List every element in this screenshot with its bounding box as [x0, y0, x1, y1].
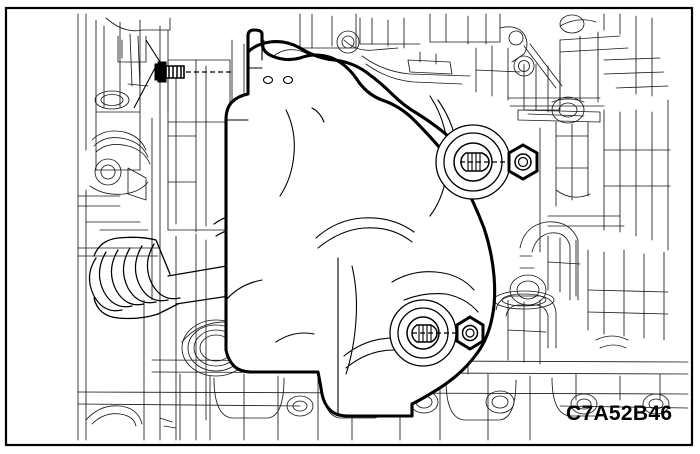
bolt-pointer-line	[133, 39, 161, 109]
upper-flange-bolt	[154, 61, 185, 83]
figure-reference-label: C7A52B46	[566, 402, 673, 425]
cover-top-contour	[246, 40, 476, 166]
figure-border	[4, 6, 694, 447]
lower-hex-nut	[455, 315, 485, 351]
upper-hex-nut	[507, 143, 539, 181]
